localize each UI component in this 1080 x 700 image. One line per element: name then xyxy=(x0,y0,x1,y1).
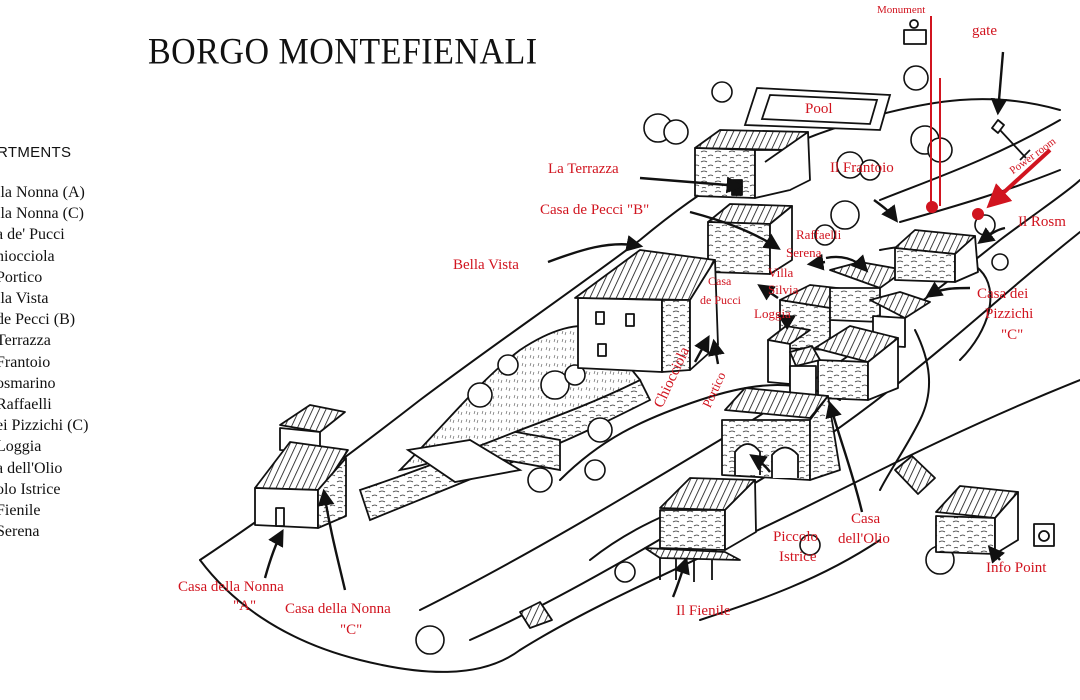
legend-item: lla Nonna (A) xyxy=(0,184,85,201)
legend-item: de Pecci (B) xyxy=(0,311,76,329)
legend-item: olo Istrice xyxy=(0,480,61,498)
legend-item: Loggia xyxy=(0,438,42,456)
label-gate: gate xyxy=(972,23,997,39)
legend-item: Serena xyxy=(0,523,40,541)
legend-item: a de' Pucci xyxy=(0,226,65,244)
label-casa-dell-olio: Casa xyxy=(851,511,881,527)
apartment-legend: lla Nonna (A) lla Nonna (C) a de' Pucci … xyxy=(0,182,88,542)
label-monument: Monument xyxy=(877,4,926,16)
label-info-point: Info Point xyxy=(986,560,1047,576)
label-piccolo-istrice: Piccolo xyxy=(773,529,818,545)
legend-item: Fienile xyxy=(0,502,41,520)
label-loggia: Loggia xyxy=(754,306,791,321)
label-bella-vista: Bella Vista xyxy=(453,257,519,273)
label-serena: Serena xyxy=(786,245,822,260)
label-casa-della-nonna-c: Casa della Nonna xyxy=(285,601,391,617)
label-casa-de-pucci-line2: de Pucci xyxy=(700,293,741,307)
legend-item: a dell'Olio xyxy=(0,459,63,477)
legend-heading: RTMENTS xyxy=(0,144,72,161)
legend-item: Terrazza xyxy=(0,332,51,350)
label-casa-dei-pizzichi: Casa dei xyxy=(977,286,1029,302)
legend-item: osmarino xyxy=(0,374,56,392)
label-il-rosm: Il Rosm xyxy=(1018,214,1066,230)
legend-item: lla Vista xyxy=(0,290,49,308)
label-casa-dei-pizzichi-line3: "C" xyxy=(1001,327,1024,343)
label-villa: Villa xyxy=(768,265,794,280)
legend-item: Raffaelli xyxy=(0,396,52,414)
map-title: BORGO MONTEFIENALI xyxy=(148,32,538,72)
label-casa-de-pecci-b: Casa de Pecci "B" xyxy=(540,202,650,218)
label-casa-della-nonna-a-line2: "A" xyxy=(233,598,257,614)
label-pool: Pool xyxy=(805,101,833,117)
label-casa-dei-pizzichi-line2: Pizzichi xyxy=(985,306,1034,322)
label-casa-dell-olio-line2: dell'Olio xyxy=(838,531,890,547)
label-la-terrazza: La Terrazza xyxy=(548,161,619,177)
legend-item: Portico xyxy=(0,268,43,286)
label-casa-de-pucci: Casa xyxy=(708,274,732,288)
label-casa-della-nonna-a: Casa della Nonna xyxy=(178,579,284,595)
legend-item: Frantoio xyxy=(0,353,51,371)
label-silvia: Silvia xyxy=(768,282,799,297)
label-casa-della-nonna-c-line2: "C" xyxy=(340,622,363,638)
label-raffaelli: Raffaelli xyxy=(796,227,842,242)
label-piccolo-istrice-line2: Istrice xyxy=(779,549,817,565)
legend-item: lla Nonna (C) xyxy=(0,205,84,223)
legend-item: ei Pizzichi (C) xyxy=(0,417,89,435)
label-il-frantoio: Il Frantoio xyxy=(830,160,894,176)
label-il-fienile: Il Fienile xyxy=(676,603,731,619)
legend-item: hiocciola xyxy=(0,247,55,265)
